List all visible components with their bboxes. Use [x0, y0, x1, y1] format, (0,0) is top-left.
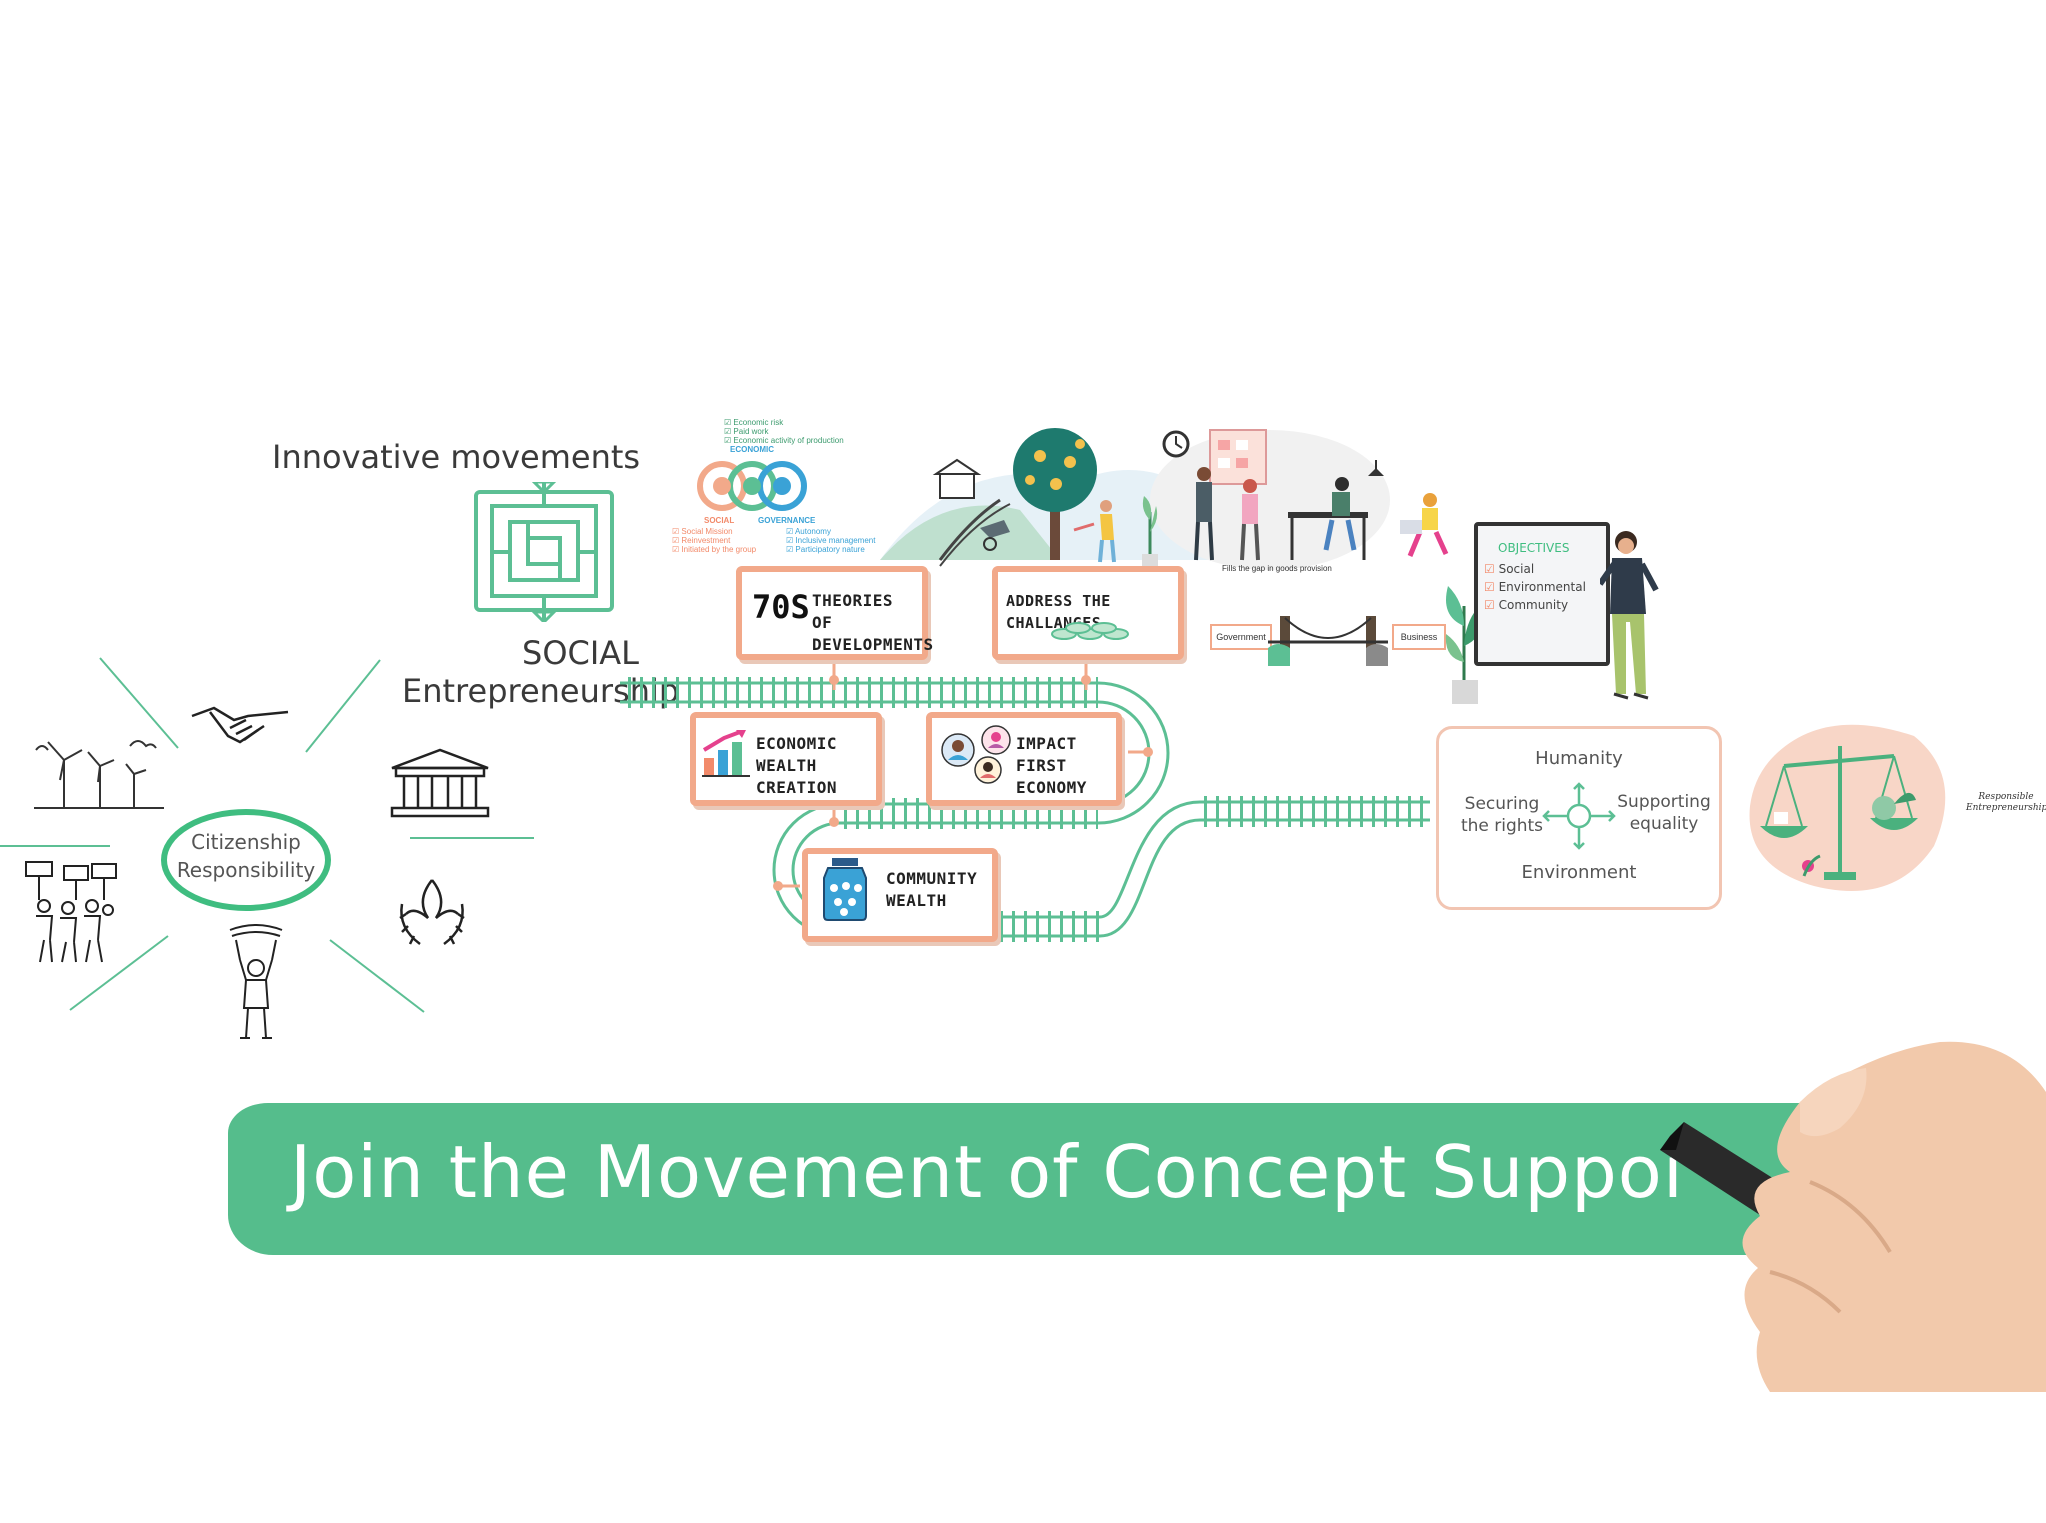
objective-social: Social: [1498, 562, 1535, 576]
title-banner: [228, 1103, 1858, 1255]
jar-icon: [823, 858, 867, 921]
securing-label-1: Securing: [1464, 794, 1540, 814]
laurel-emblem-icon: [399, 879, 465, 946]
responsible-line-1: Responsible: [1978, 792, 2034, 802]
securing-label-2: the rights: [1460, 816, 1544, 836]
environment-label: Environment: [1521, 862, 1637, 883]
social-checklist: ☑ Social Mission ☑ Reinvestment ☑ Initia…: [672, 527, 757, 554]
banner-text: Join the Movement of Concept Suppoi: [290, 1130, 1684, 1214]
maze-icon: [474, 482, 614, 622]
development-illustration: [880, 428, 1449, 570]
social-item-2: Reinvestment: [681, 536, 731, 545]
social-circle-label: SOCIAL: [704, 516, 735, 525]
challenges-box: [992, 566, 1184, 660]
objectives-list: ☑ Social ☑ Environmental ☑ Community: [1484, 560, 1586, 614]
objective-item: ☑ Community: [1484, 598, 1569, 612]
economic-checklist: ☑ Economic risk ☑ Paid work ☑ Economic a…: [724, 418, 844, 445]
citizenship-circle: [161, 809, 331, 911]
supporting-label-1: Supporting: [1617, 792, 1711, 812]
objectives-board: [1474, 522, 1610, 666]
economic-wealth-label: ECONOMIC WEALTH CREATION: [756, 734, 838, 797]
economic-item-3: Economic activity of production: [733, 436, 844, 445]
government-building-icon: [390, 748, 490, 818]
responsible-line-2: Entrepreneurship: [1966, 803, 2046, 813]
objective-community: Community: [1498, 598, 1569, 612]
government-box: Government: [1210, 624, 1272, 650]
impact-first-label: IMPACT FIRST ECONOMY: [1016, 734, 1087, 797]
governance-item-2: Inclusive management: [795, 536, 876, 545]
innovative-movements-label: Innovative movements: [272, 438, 641, 476]
governance-checklist: ☑ Autonomy ☑ Inclusive management ☑ Part…: [786, 527, 876, 554]
drawing-hand-icon: [1660, 1041, 2046, 1392]
governance-circle-label: GOVERNANCE: [758, 516, 816, 525]
bar-chart-growth-icon: [702, 730, 750, 777]
protesters-icon: [25, 861, 117, 963]
theories-box: [736, 566, 928, 660]
objective-environmental: Environmental: [1498, 580, 1586, 594]
supporting-label-2: equality: [1629, 814, 1699, 834]
humanity-label: Humanity: [1535, 748, 1623, 769]
people-avatars-icon: [941, 725, 1011, 784]
balance-scale-icon: [1749, 724, 1946, 891]
community-wealth-label: COMMUNITY WEALTH: [886, 869, 978, 910]
theories-label: THEORIES OF DEVELOPMENTS: [812, 591, 934, 654]
handshake-icon: [191, 706, 289, 744]
impact-first-box: [926, 712, 1122, 806]
citizenship-rays: [0, 657, 534, 1013]
ese-circles-diagram: [697, 461, 807, 511]
presenter-woman-icon: [1600, 531, 1659, 700]
economic-item-1: Economic risk: [733, 418, 784, 427]
governance-item-1: Autonomy: [794, 527, 831, 536]
economic-item-2: Paid work: [733, 427, 769, 436]
pillars-card: [1436, 726, 1722, 910]
objective-item: ☑ Environmental: [1484, 580, 1586, 594]
governance-item-3: Participatory nature: [795, 545, 865, 554]
citizenship-label: Citizenship: [191, 830, 301, 854]
responsibility-label: Responsibility: [176, 858, 316, 882]
objectives-title: OBJECTIVES: [1498, 541, 1570, 555]
business-box: Business: [1392, 624, 1446, 650]
objective-item: ☑ Social: [1484, 562, 1535, 576]
bridge-icon: [1268, 616, 1388, 666]
wind-turbines-icon: [34, 740, 164, 809]
four-arrows-icon: [1542, 782, 1616, 850]
responsible-entrepreneurship-label: Responsible Entrepreneurship: [1966, 792, 2046, 814]
caption-label: Fills the gap in goods provision: [1222, 564, 1332, 573]
social-label: SOCIAL: [522, 634, 639, 672]
seventies-label: 70S: [752, 588, 810, 626]
social-item-1: Social Mission: [681, 527, 733, 536]
person-holding-board-icon: [229, 924, 283, 1039]
coins-icon: [1051, 622, 1129, 640]
social-item-3: Initiated by the group: [681, 545, 757, 554]
economic-label: ECONOMIC: [730, 445, 774, 454]
